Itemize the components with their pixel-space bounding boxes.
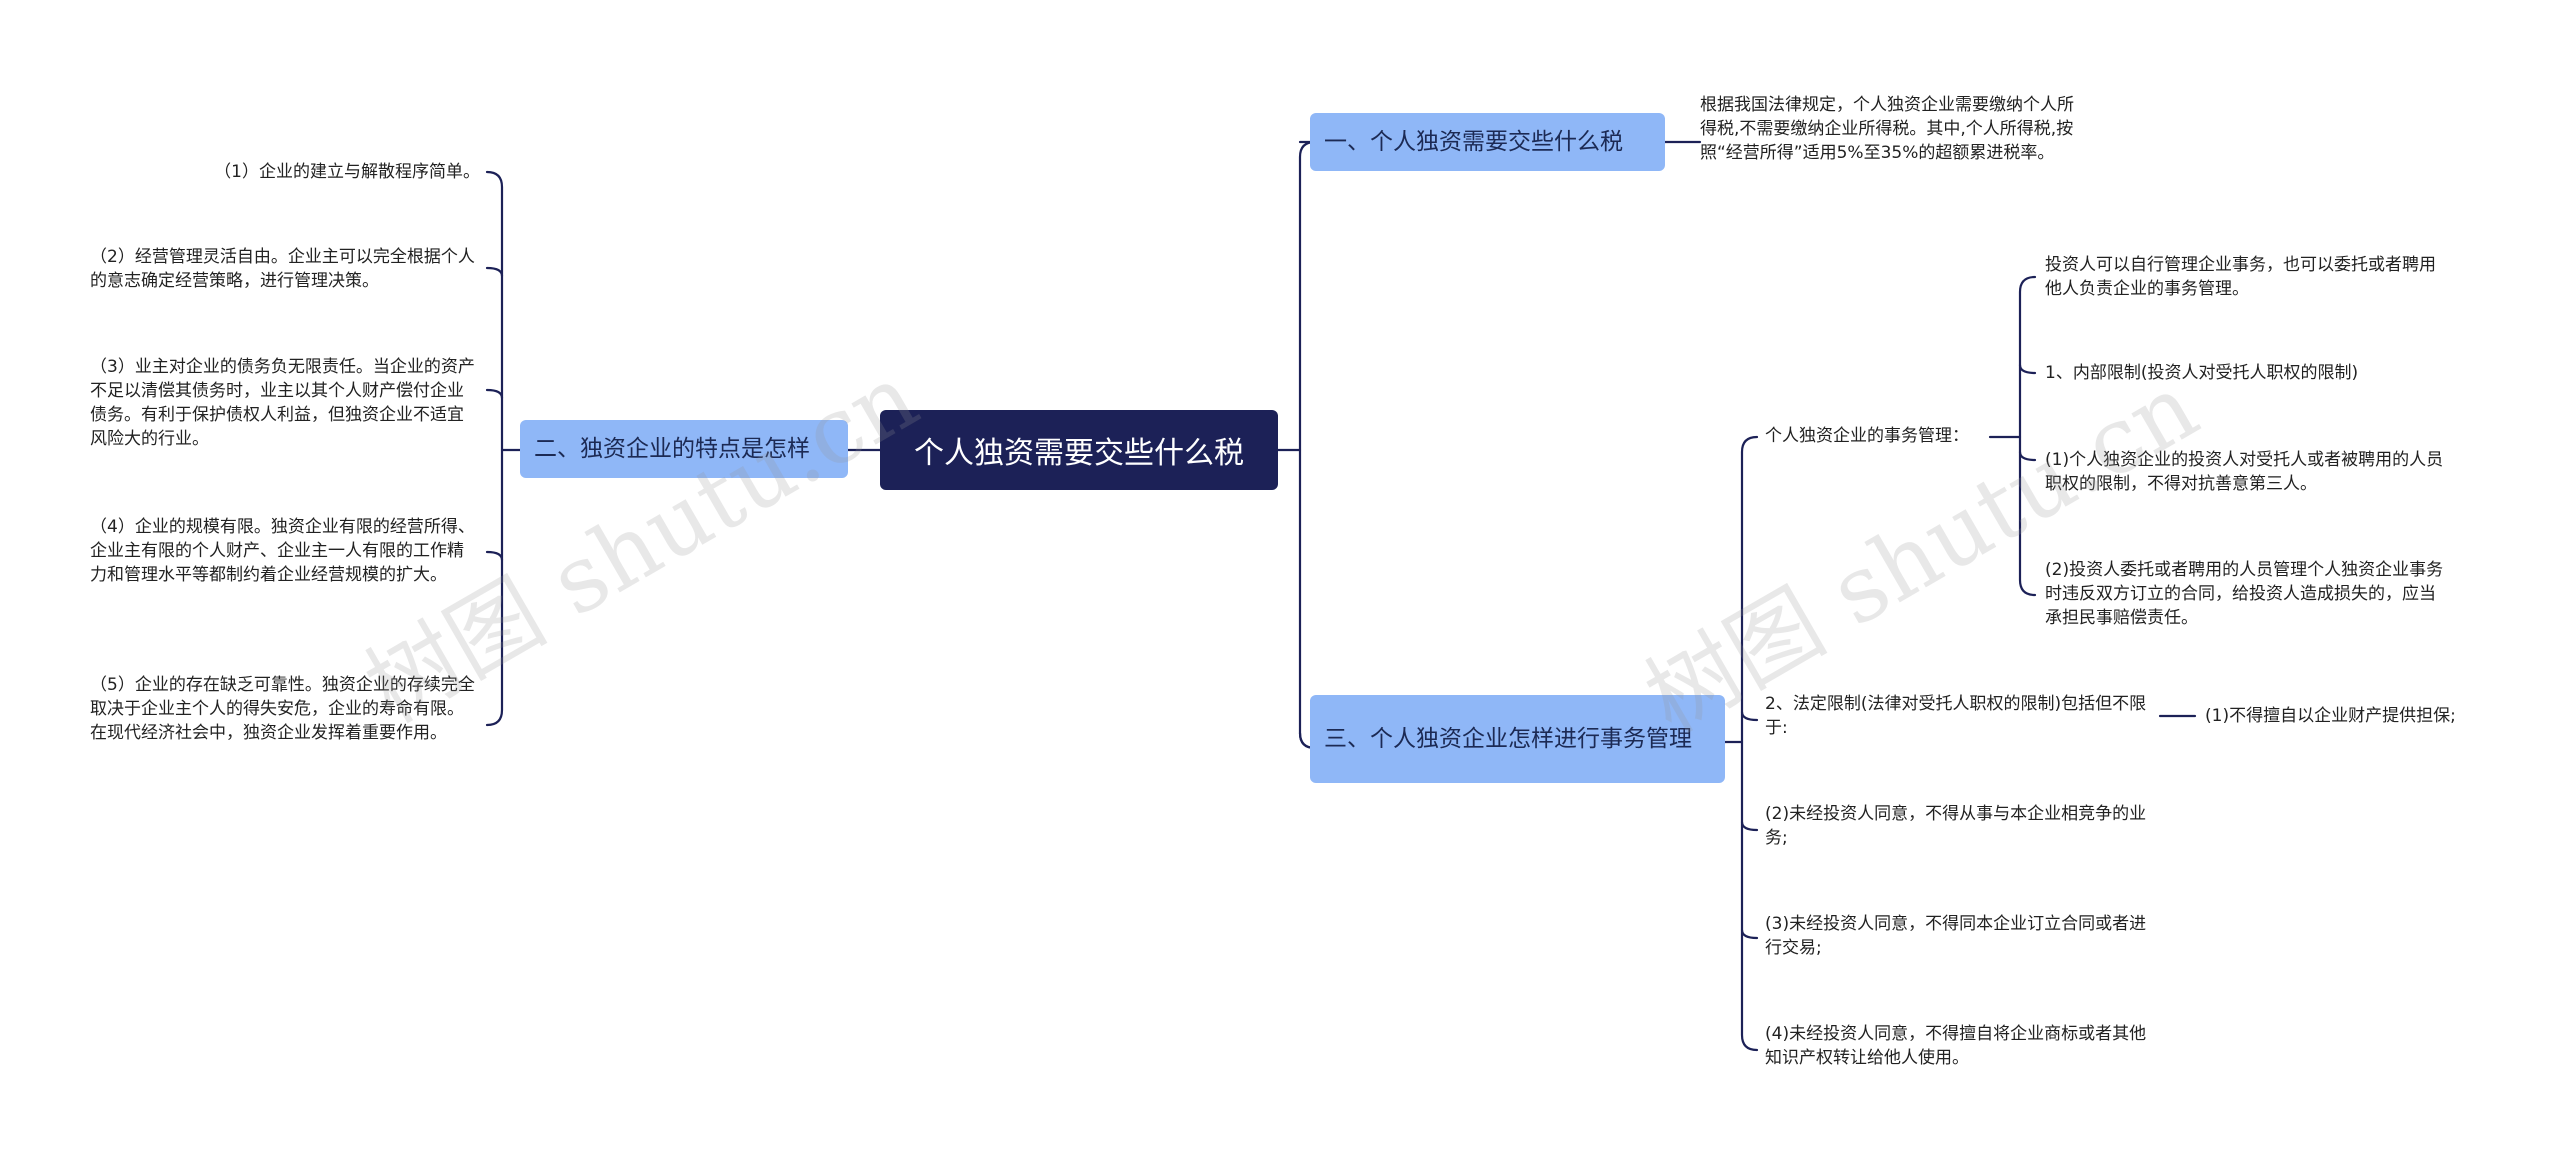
tick-b3-sub2 xyxy=(1740,710,1759,722)
root-node[interactable]: 个人独资需要交些什么税 xyxy=(880,410,1278,490)
leaf-legal-restriction-2: (2)未经投资人同意，不得从事与本企业相竞争的业务; xyxy=(1765,804,2147,848)
leaf-characteristic-3: （3）业主对企业的债务负无限责任。当企业的资产不足以清偿其债务时，业主以其个人财… xyxy=(90,357,475,449)
branch-characteristics[interactable]: 二、独资企业的特点是怎样 xyxy=(520,420,848,478)
leaf-affairs-management-heading: 个人独资企业的事务管理： xyxy=(1765,426,1969,446)
tick-b2-3 xyxy=(485,550,504,562)
leaf-legal-restriction-4: (4)未经投资人同意，不得擅自将企业商标或者其他知识产权转让给他人使用。 xyxy=(1765,1024,2147,1068)
tick-b2-1 xyxy=(485,266,504,278)
leaf-internal-restriction-2: (2)投资人委托或者聘用的人员管理个人独资企业事务时违反双方订立的合同，给投资人… xyxy=(2045,560,2444,628)
leaf-legal-restriction-1: (1)不得擅自以企业财产提供担保; xyxy=(2205,706,2456,726)
bracket-b2 xyxy=(485,170,504,727)
bracket-right xyxy=(1298,140,1317,750)
leaf-characteristic-1: （1）企业的建立与解散程序简单。 xyxy=(214,162,480,182)
leaf-characteristic-5: （5）企业的存在缺乏可靠性。独资企业的存续完全取决于企业主个人的得失安危，企业的… xyxy=(90,675,475,743)
leaf-characteristic-4: （4）企业的规模有限。独资企业有限的经营所得、企业主有限的个人财产、企业主一人有… xyxy=(90,517,475,585)
branch-tax-types-label: 一、个人独资需要交些什么税 xyxy=(1324,128,1623,155)
leaf-internal-restriction-1: (1)个人独资企业的投资人对受托人或者被聘用的人员职权的限制，不得对抗善意第三人… xyxy=(2045,450,2444,494)
tick-sub1-3 xyxy=(2018,450,2037,462)
tick-b2-2 xyxy=(485,388,504,400)
leaf-legal-restriction: 2、法定限制(法律对受托人职权的限制)包括但不限于: xyxy=(1765,694,2147,738)
leaf-management-option: 投资人可以自行管理企业事务，也可以委托或者聘用他人负责企业的事务管理。 xyxy=(2045,255,2436,299)
branch-affairs-management-label: 三、个人独资企业怎样进行事务管理 xyxy=(1324,725,1692,752)
branch-affairs-management[interactable]: 三、个人独资企业怎样进行事务管理 xyxy=(1310,695,1725,783)
branch-characteristics-label: 二、独资企业的特点是怎样 xyxy=(534,435,810,462)
branch-tax-types[interactable]: 一、个人独资需要交些什么税 xyxy=(1310,113,1665,171)
tick-b3-item2 xyxy=(1740,928,1759,940)
tick-b3-item1 xyxy=(1740,820,1759,832)
leaf-characteristic-2: （2）经营管理灵活自由。企业主可以完全根据个人的意志确定经营策略，进行管理决策。 xyxy=(90,247,475,291)
leaf-internal-restriction: 1、内部限制(投资人对受托人职权的限制) xyxy=(2045,363,2359,383)
bracket-b3 xyxy=(1740,435,1759,1052)
bracket-sub1 xyxy=(2018,275,2037,597)
leaf-legal-restriction-3: (3)未经投资人同意，不得同本企业订立合同或者进行交易; xyxy=(1765,914,2147,958)
leaf-tax-description: 根据我国法律规定，个人独资企业需要缴纳个人所得税,不需要缴纳企业所得税。其中,个… xyxy=(1700,95,2074,163)
tick-sub1-2 xyxy=(2018,363,2037,375)
root-label: 个人独资需要交些什么税 xyxy=(914,436,1244,471)
